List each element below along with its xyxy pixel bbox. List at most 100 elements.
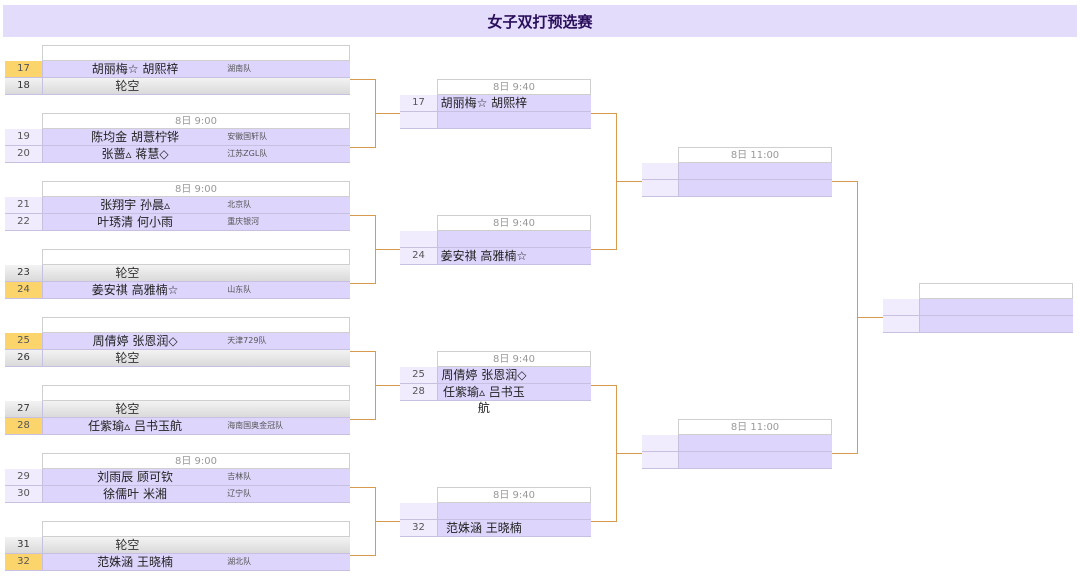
player-cell: 周倩婷 张恩润◇ (438, 367, 591, 383)
player-cell: 轮空 (43, 350, 350, 366)
player-names: 周倩婷 张恩润◇ (92, 334, 178, 348)
match-time-header (42, 317, 350, 333)
player-names: 叶琇清 何小雨 (97, 215, 173, 229)
seed-number (642, 163, 679, 179)
player-names: 姜安祺 高雅楠☆ (440, 249, 528, 263)
seed-number (400, 112, 438, 128)
player-cell (438, 503, 591, 519)
bracket-connector (832, 181, 857, 182)
player-cell (438, 112, 591, 128)
player-cell: 徐儒叶 米湘辽宁队 (43, 486, 350, 502)
team-name: 山东队 (227, 285, 252, 294)
seed-number: 28 (5, 418, 43, 434)
team-name: 海南国奥金冠队 (227, 421, 284, 430)
player-cell: 叶琇清 何小雨重庆银河 (43, 214, 350, 230)
seed-number: 31 (5, 537, 43, 553)
match-time-header (919, 283, 1073, 299)
player-cell: 轮空 (43, 401, 350, 417)
bracket-connector (591, 521, 616, 522)
match-time-header: 8日 9:00 (42, 113, 350, 129)
seed-number: 25 (5, 333, 43, 349)
bracket-connector (350, 419, 375, 420)
seed-number: 21 (5, 197, 43, 213)
bracket-connector (350, 215, 375, 216)
bracket-slot[interactable] (883, 299, 1073, 316)
player-cell: 张翔宇 孙晨▵北京队 (43, 197, 350, 213)
player-cell (679, 163, 832, 179)
match-time-header: 8日 9:00 (42, 453, 350, 469)
seed-number: 17 (5, 61, 43, 77)
player-names: 范姝涵 王晓楠 (97, 555, 173, 569)
seed-number: 32 (400, 520, 438, 536)
bracket-connector (616, 181, 642, 182)
seed-number: 23 (5, 265, 43, 281)
player-names: 胡丽梅☆ 胡熙梓 (91, 62, 179, 76)
team-name: 吉林队 (227, 472, 252, 481)
seed-number (642, 180, 679, 196)
player-names: 姜安祺 高雅楠☆ (91, 283, 179, 297)
match-time-header: 8日 9:40 (437, 351, 591, 367)
team-name: 江苏ZGL队 (227, 149, 268, 158)
bracket-connector (350, 147, 375, 148)
match-time-header (42, 521, 350, 537)
match-time-header: 8日 11:00 (678, 419, 832, 435)
player-cell: 张蔷▵ 蒋慧◇江苏ZGL队 (43, 146, 350, 162)
player-names: 轮空 (115, 402, 140, 416)
bracket-slot[interactable] (642, 163, 832, 180)
bracket-slot[interactable] (642, 180, 832, 197)
player-cell (679, 180, 832, 196)
player-cell (679, 435, 832, 451)
player-names: 轮空 (115, 351, 140, 365)
player-cell (438, 231, 591, 247)
player-cell: 任紫瑜▵ 吕书玉航 (438, 384, 591, 415)
player-cell: 姜安祺 高雅楠☆ (438, 248, 591, 264)
bracket-slot[interactable] (883, 316, 1073, 333)
team-name: 湖南队 (227, 64, 252, 73)
match-time-header: 8日 9:40 (437, 487, 591, 503)
bracket-slot[interactable] (400, 112, 591, 129)
bracket-connector (350, 79, 375, 80)
bracket-slot[interactable] (642, 435, 832, 452)
seed-number (400, 503, 438, 519)
bracket-slot[interactable] (642, 452, 832, 469)
seed-number: 17 (400, 95, 438, 111)
bracket-connector (375, 113, 400, 114)
player-names: 轮空 (115, 79, 140, 93)
bracket-slot[interactable] (400, 503, 591, 520)
player-cell (679, 452, 832, 468)
player-cell: 任紫瑜▵ 吕书玉航海南国奥金冠队 (43, 418, 350, 434)
player-cell: 范姝涵 王晓楠湖北队 (43, 554, 350, 570)
player-cell: 轮空 (43, 78, 350, 94)
team-name: 辽宁队 (227, 489, 252, 498)
player-names: 刘雨辰 顾可钦 (97, 470, 173, 484)
match-time-header (42, 385, 350, 401)
bracket-connector (591, 113, 616, 114)
seed-number: 25 (400, 367, 438, 383)
bracket-slot[interactable]: 17 胡丽梅☆ 胡熙梓 湖南队 (5, 61, 350, 78)
bracket-connector (857, 317, 883, 318)
bracket-connector (591, 249, 616, 250)
team-name: 北京队 (227, 200, 252, 209)
bracket-slot[interactable] (400, 231, 591, 248)
seed-number: 30 (5, 486, 43, 502)
